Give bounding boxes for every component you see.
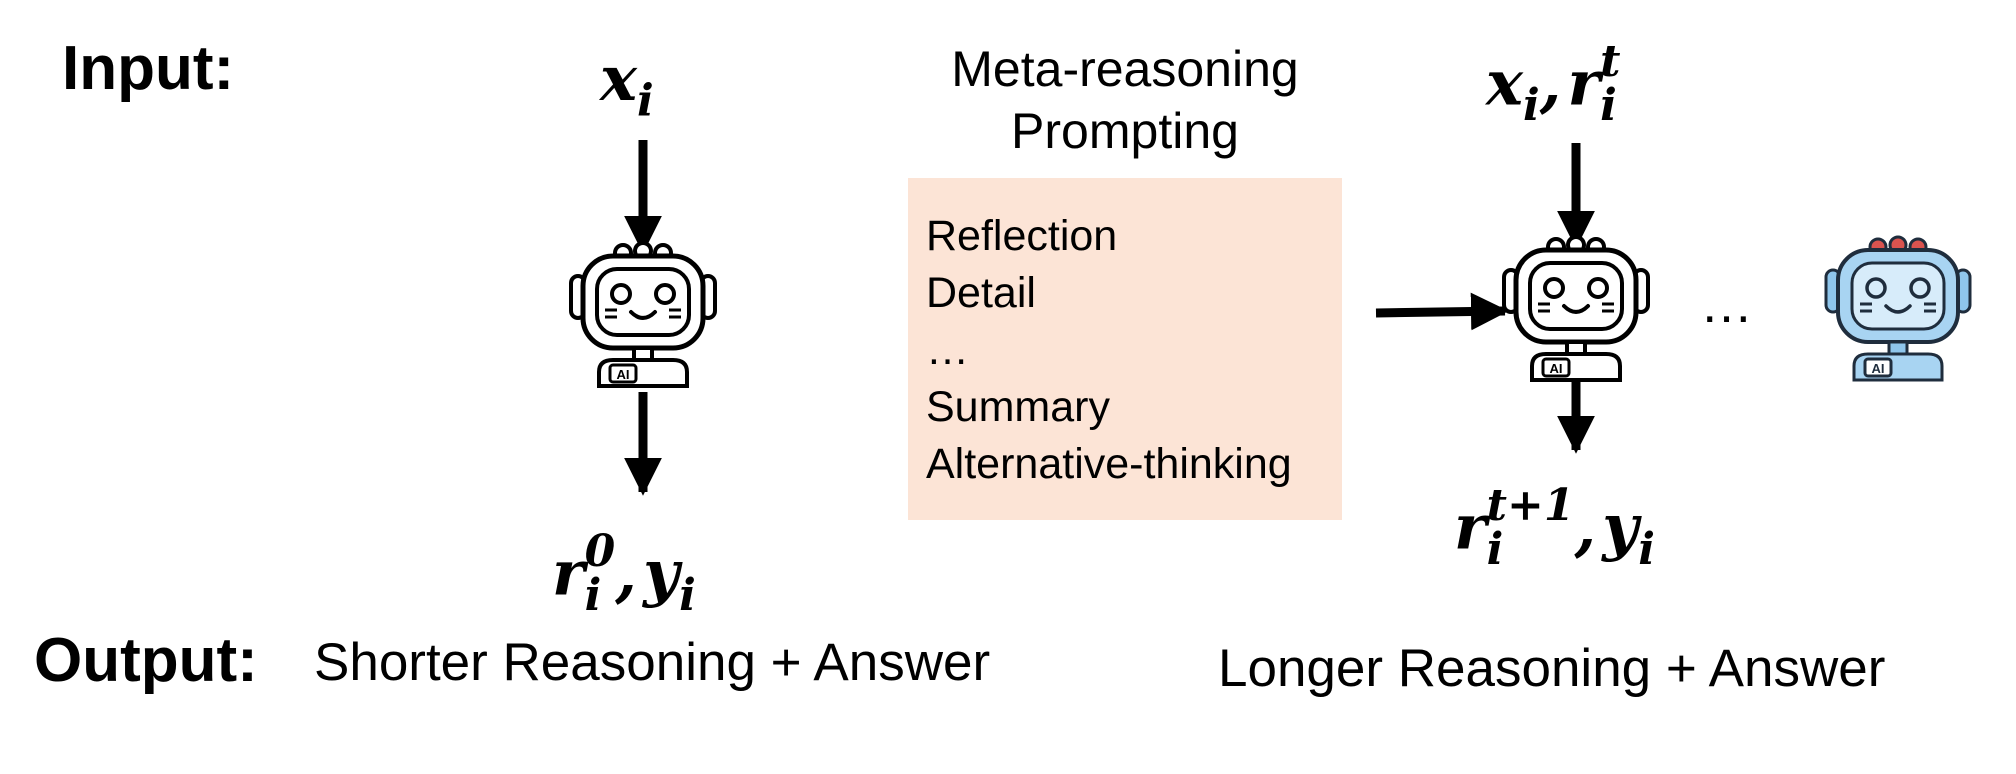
- robot-icon: [1824, 235, 1972, 382]
- prompt-item-summary: Summary: [926, 383, 1110, 431]
- arrow-prompt-to-right-robot: [1375, 292, 1509, 331]
- right-output-caption: Longer Reasoning + Answer: [1218, 639, 1886, 698]
- prompting-title: Meta-reasoning Prompting: [925, 38, 1325, 162]
- prompting-title-line1: Meta-reasoning: [951, 41, 1299, 97]
- left-output-caption: Shorter Reasoning + Answer: [314, 633, 991, 692]
- prompting-title-line2: Prompting: [1011, 103, 1239, 159]
- prompt-strategies-box: Reflection Detail … Summary Alternative-…: [908, 178, 1342, 520]
- output-heading: Output:: [34, 626, 258, 695]
- robot-icon: [1504, 237, 1648, 380]
- input-heading: Input:: [62, 34, 235, 103]
- robot-icon: [571, 243, 715, 386]
- prompt-item-detail: Detail: [926, 269, 1036, 317]
- left-input-formula: xi: [600, 42, 654, 127]
- ellipsis-between-robots: …: [1700, 275, 1753, 334]
- prompt-item-alternative-thinking: Alternative-thinking: [926, 440, 1292, 488]
- prompt-item-reflection: Reflection: [926, 212, 1118, 260]
- prompt-item-ellipsis: …: [926, 326, 969, 374]
